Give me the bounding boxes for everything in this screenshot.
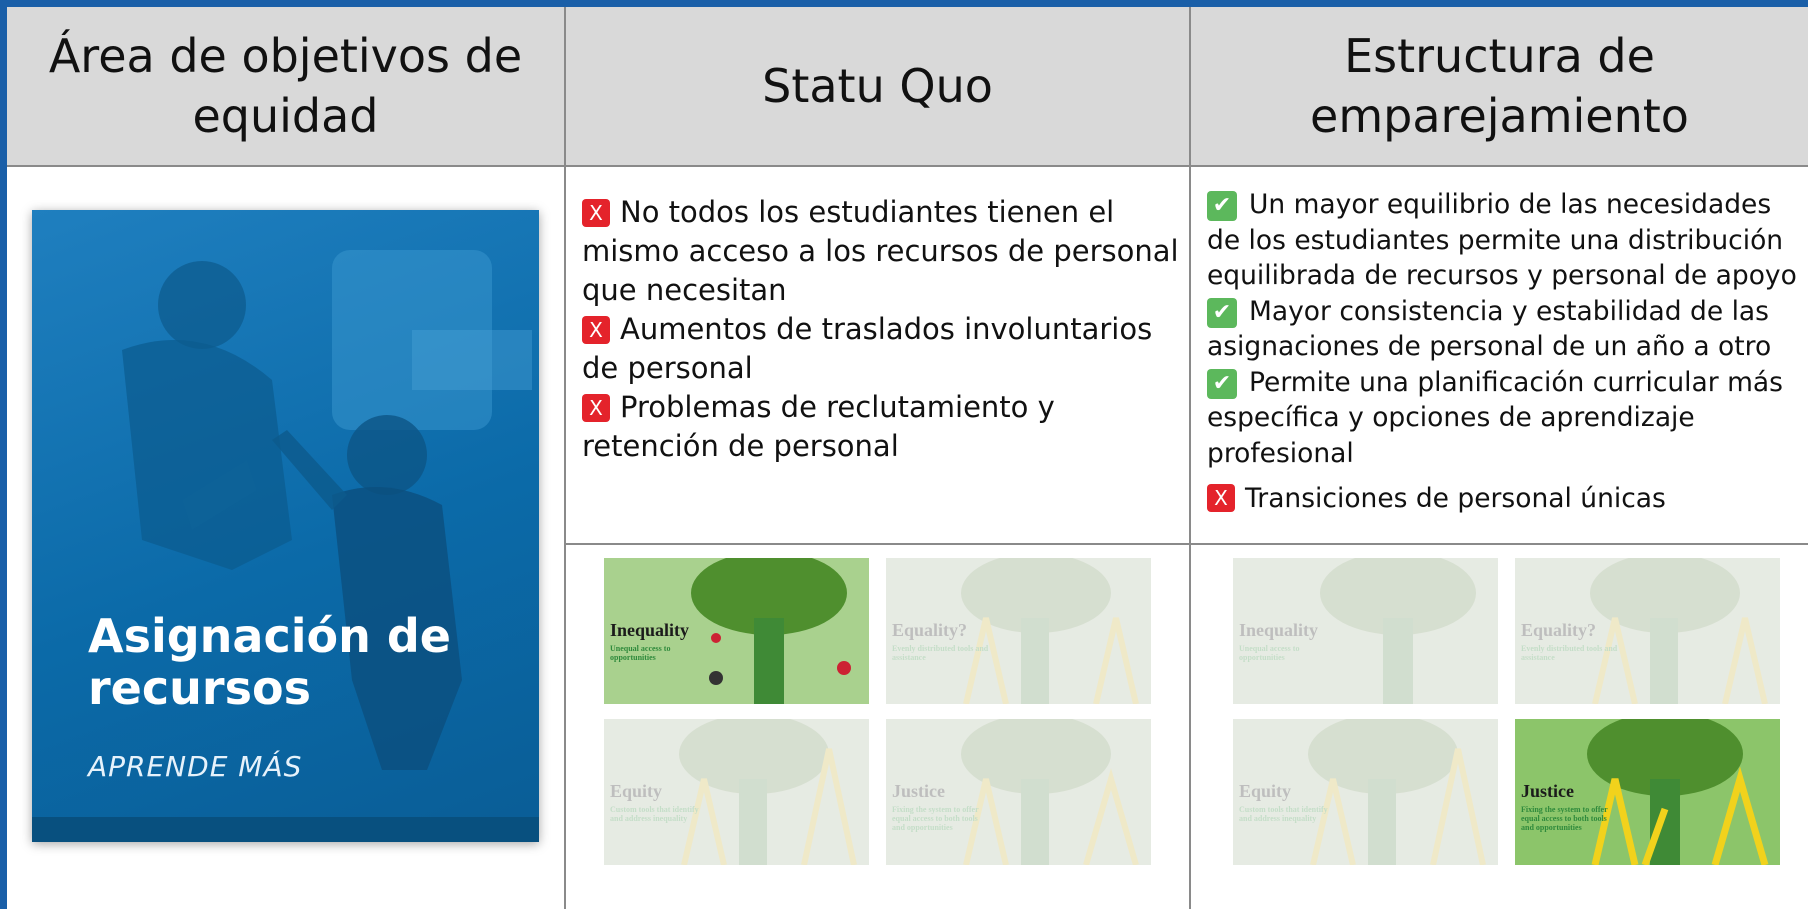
list-item: ✔Permite una planificación curricular má… [1207, 365, 1807, 472]
thumbnail-title: Equity [610, 781, 663, 801]
list-item-text: Un mayor equilibrio de las necesidades d… [1207, 189, 1797, 291]
equity-thumbnail: Equity Custom tools that identify and ad… [604, 719, 869, 865]
table-grid: Área de objetivos de equidad Statu Quo E… [7, 7, 1808, 909]
check-icon: ✔ [1207, 368, 1237, 399]
cross-icon: X [582, 199, 610, 227]
thumbnail-subtitle: Evenly distributed tools and assistance [1521, 644, 1618, 662]
tree-illustration [1233, 719, 1498, 865]
thumbnail-subtitle: Evenly distributed tools and assistance [892, 644, 989, 662]
list-item-text: Aumentos de traslados involuntarios de p… [582, 312, 1153, 385]
thumbnail-title: Equality? [892, 620, 968, 640]
thumbnail-subtitle: Fixing the system to offer equal access … [1521, 805, 1608, 832]
thumbnail-subtitle: Unequal access to opportunities [1239, 644, 1300, 662]
list-item: ✔Mayor consistencia y estabilidad de las… [1207, 294, 1807, 365]
header-status-quo: Statu Quo [566, 7, 1191, 167]
tree-illustration [1515, 719, 1780, 865]
tree-illustration [604, 719, 869, 865]
tree-illustration [1233, 558, 1498, 704]
justice-thumbnail: Justice Fixing the system to offer equal… [886, 719, 1151, 865]
list-item-text: No todos los estudiantes tienen el mismo… [582, 195, 1179, 307]
thumbnail-subtitle: Custom tools that identify and address i… [610, 805, 699, 823]
list-item: ✔Un mayor equilibrio de las necesidades … [1207, 187, 1807, 294]
thumbnail-title: Inequality [610, 620, 690, 640]
pairing-text-cell [1191, 167, 1808, 545]
tree-illustration [886, 558, 1151, 704]
thumbnail-title: Justice [1521, 781, 1574, 801]
resource-allocation-cover[interactable]: Asignación de recursos APRENDE MÁS [32, 210, 539, 842]
tree-illustration [1515, 558, 1780, 704]
thumbnail-title: Inequality [1239, 620, 1319, 640]
thumbnail-subtitle: Unequal access to opportunities [610, 644, 671, 662]
check-icon: ✔ [1207, 297, 1237, 328]
thumbnail-subtitle: Fixing the system to offer equal access … [892, 805, 979, 832]
tree-illustration [886, 719, 1151, 865]
cross-icon: X [582, 316, 610, 344]
goal-area-cell [7, 167, 566, 909]
header-pairing-structure: Estructura de emparejamiento [1191, 7, 1808, 167]
status-quo-text-cell [566, 167, 1191, 545]
learn-more-link[interactable]: APRENDE MÁS [88, 750, 303, 783]
equality-thumbnail: Equality? Evenly distributed tools and a… [886, 558, 1151, 704]
thumbnail-title: Equality? [1521, 620, 1597, 640]
thumbnail-title: Equity [1239, 781, 1292, 801]
header-equity-goal-area: Área de objetivos de equidad [7, 7, 566, 167]
equity-comparison-table: Área de objetivos de equidad Statu Quo E… [7, 7, 1808, 909]
equality-thumbnail: Equality? Evenly distributed tools and a… [1515, 558, 1780, 704]
thumbnail-title: Justice [892, 781, 945, 801]
list-item-text: Mayor consistencia y estabilidad de las … [1207, 295, 1772, 363]
list-item-text: Transiciones de personal únicas [1245, 483, 1666, 514]
inequality-thumbnail: Inequality Unequal access to opportuniti… [604, 558, 869, 704]
equity-thumbnail: Equity Custom tools that identify and ad… [1233, 719, 1498, 865]
cross-icon: X [582, 394, 610, 422]
thumbnail-subtitle: Custom tools that identify and address i… [1239, 805, 1328, 823]
pairing-list: ✔Un mayor equilibrio de las necesidades … [1207, 187, 1807, 517]
cover-bottom-band [32, 817, 539, 842]
status-quo-images-cell [566, 545, 1191, 909]
check-icon: ✔ [1207, 191, 1237, 221]
list-item-text: Problemas de reclutamiento y retención d… [582, 390, 1055, 463]
justice-thumbnail: Justice Fixing the system to offer equal… [1515, 719, 1780, 865]
cover-title: Asignación de recursos [88, 609, 451, 715]
list-item: X Transiciones de personal únicas [1207, 481, 1807, 517]
inequality-thumbnail: Inequality Unequal access to opportuniti… [1233, 558, 1498, 704]
cover-photo-illustration [122, 250, 532, 770]
list-item-text: Permite una planificación curricular más… [1207, 366, 1783, 469]
cross-icon: X [1207, 484, 1235, 512]
tree-illustration [604, 558, 869, 704]
